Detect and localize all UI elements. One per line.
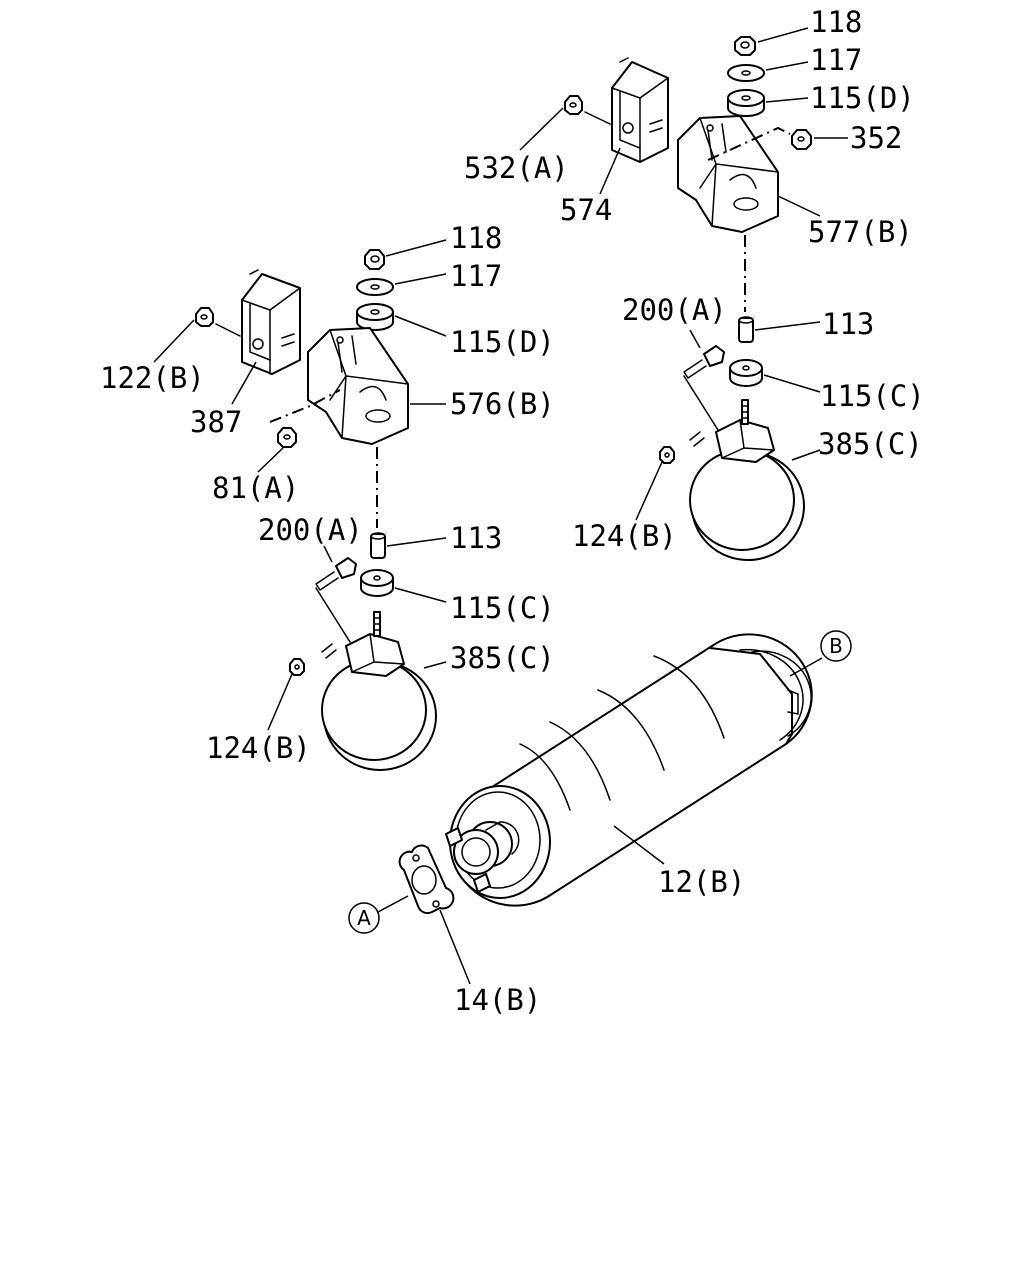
washer-117-right (727, 64, 765, 82)
callout-200a-right: 200(A) (622, 293, 727, 327)
callout-118-left: 118 (450, 221, 502, 255)
nut-532a (564, 95, 611, 125)
callout-200a-left: 200(A) (258, 513, 363, 547)
bracket-574 (611, 57, 669, 163)
callout-81a: 81(A) (212, 471, 299, 505)
nut-352 (791, 129, 812, 150)
reference-marker-a: A (348, 902, 380, 934)
bracket-577b (677, 115, 779, 233)
callout-577b: 577(B) (808, 215, 913, 249)
sleeve-113-left (370, 532, 386, 559)
reference-a-label: A (357, 906, 371, 930)
nut-81a (277, 427, 297, 448)
callout-118-right: 118 (810, 5, 862, 39)
callout-387: 387 (190, 405, 242, 439)
callout-352: 352 (850, 121, 902, 155)
reference-b-label: B (829, 634, 843, 658)
leader-lines (153, 27, 848, 985)
callout-122b: 122(B) (100, 361, 205, 395)
right-bracket-assembly (564, 36, 812, 561)
rubber-115d-left (356, 303, 394, 331)
callout-124b-right: 124(B) (572, 519, 677, 553)
callout-115d-right: 115(D) (810, 81, 915, 115)
callout-115c-right: 115(C) (820, 379, 925, 413)
callout-113-right: 113 (822, 307, 874, 341)
centerline-81a (269, 389, 341, 423)
callout-574: 574 (560, 193, 612, 227)
bracket-387 (241, 269, 301, 375)
gasket-14b (398, 844, 455, 915)
nut-118-left (364, 249, 385, 270)
callout-385c-right: 385(C) (818, 427, 923, 461)
washer-117-left (356, 278, 394, 296)
callout-124b-left: 124(B) (206, 731, 311, 765)
nut-122b (195, 307, 241, 337)
bolt-200a-left (315, 557, 357, 643)
nut-124b-right (659, 446, 675, 464)
nut-118-right (734, 36, 756, 56)
callout-14b: 14(B) (454, 983, 541, 1017)
clamp-385c-right (689, 399, 805, 561)
callout-113-left: 113 (450, 521, 502, 555)
rubber-115c-right (729, 359, 763, 387)
callout-115c-left: 115(C) (450, 591, 555, 625)
bracket-576b (307, 327, 409, 445)
muffler-12b (445, 633, 813, 907)
reference-marker-b: B (820, 630, 852, 662)
part-callouts: 118 117 115(D) 352 532(A) 574 577(B) 200… (100, 5, 925, 1017)
callout-385c-left: 385(C) (450, 641, 555, 675)
callout-532a: 532(A) (464, 151, 569, 185)
callout-576b: 576(B) (450, 387, 555, 421)
callout-12b: 12(B) (658, 865, 745, 899)
callout-117-right: 117 (810, 43, 862, 77)
clamp-385c-left (321, 611, 437, 771)
bolt-200a-right (683, 345, 725, 431)
callout-115d-left: 115(D) (450, 325, 555, 359)
nut-124b-left (289, 658, 305, 676)
rubber-115c-left (360, 569, 394, 597)
rubber-115d-right (727, 89, 765, 117)
left-bracket-assembly (195, 249, 437, 771)
callout-117-left: 117 (450, 259, 502, 293)
sleeve-113-right (738, 316, 754, 343)
centerline-352 (707, 126, 791, 161)
